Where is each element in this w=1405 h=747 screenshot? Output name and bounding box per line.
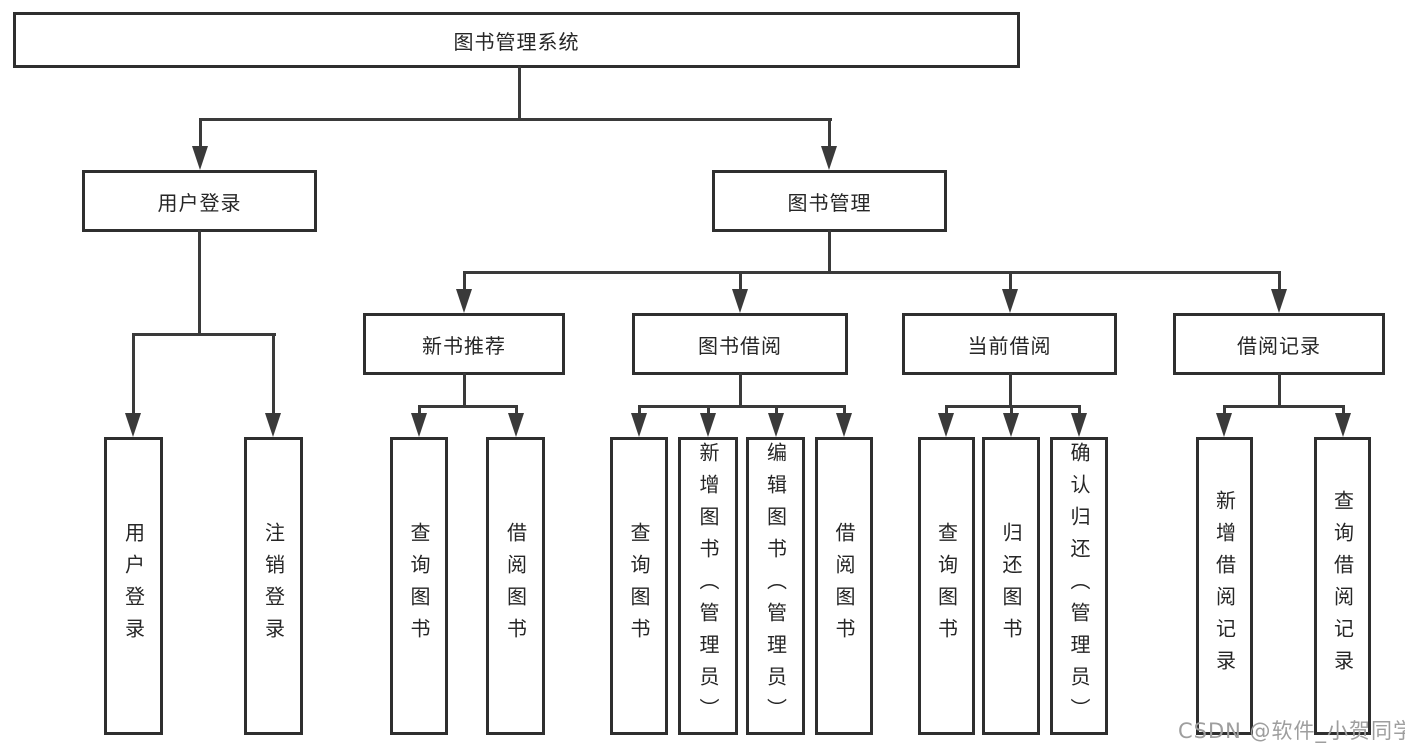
leaf-logout: 注销登录 (244, 437, 303, 735)
leaf-label: 查询图书 (627, 522, 651, 650)
connector-line (1223, 405, 1344, 408)
connector-line (1278, 271, 1281, 291)
arrow-down-icon (631, 413, 647, 437)
connector-line (739, 373, 742, 408)
node-label: 当前借阅 (967, 333, 1052, 358)
arrow-down-icon (265, 413, 281, 437)
leaf-label: 借阅图书 (503, 522, 528, 650)
connector-line (945, 405, 1081, 408)
leaf-label: 归还图书 (999, 522, 1023, 650)
connector-line (739, 271, 742, 291)
leaf-user-login: 用户登录 (104, 437, 163, 735)
leaf-borrow-book-recommend: 借阅图书 (486, 437, 545, 735)
leaf-query-book-borrow: 查询图书 (610, 437, 668, 735)
watermark: CSDN @软件_小贺同学 (1178, 719, 1405, 743)
node-label: 借阅记录 (1237, 333, 1321, 358)
leaf-query-book-current: 查询图书 (918, 437, 975, 735)
node-new-book-recommend: 新书推荐 (363, 313, 565, 375)
arrow-down-icon (1003, 413, 1019, 437)
connector-line (198, 230, 201, 336)
connector-line (945, 405, 948, 415)
connector-line (638, 405, 846, 408)
leaf-query-borrow-record: 查询借阅记录 (1314, 437, 1371, 735)
connector-line (1009, 271, 1012, 291)
connector-line (828, 118, 831, 148)
connector-line (1342, 405, 1345, 415)
arrow-down-icon (456, 289, 472, 313)
connector-line (1010, 405, 1013, 415)
leaf-add-borrow-record: 新增借阅记录 (1196, 437, 1253, 735)
connector-line (518, 66, 521, 120)
node-user-login: 用户登录 (82, 170, 317, 232)
leaf-label: 新增借阅记录 (1212, 490, 1237, 682)
connector-line (199, 118, 832, 121)
connector-line (775, 405, 778, 415)
connector-line (1009, 373, 1012, 408)
node-label: 图书借阅 (698, 333, 782, 358)
node-borrow-record: 借阅记录 (1173, 313, 1385, 375)
arrow-down-icon (192, 146, 208, 170)
node-book-borrow: 图书借阅 (632, 313, 848, 375)
arrow-down-icon (1002, 289, 1018, 313)
leaf-confirm-return-admin: 确认归还（管理员） (1050, 437, 1108, 735)
connector-line (1223, 405, 1226, 415)
connector-line (828, 230, 831, 274)
connector-line (1278, 373, 1281, 408)
arrow-down-icon (411, 413, 427, 437)
leaf-label: 用户登录 (121, 522, 146, 650)
arrow-down-icon (732, 289, 748, 313)
leaf-return-book: 归还图书 (982, 437, 1040, 735)
leaf-label: 新增图书（管理员） (696, 442, 720, 730)
arrow-down-icon (821, 146, 837, 170)
node-label: 图书管理 (787, 190, 872, 215)
arrow-down-icon (938, 413, 954, 437)
arrow-down-icon (1335, 413, 1351, 437)
arrow-down-icon (1271, 289, 1287, 313)
connector-line (638, 405, 641, 415)
leaf-label: 查询图书 (934, 522, 959, 650)
leaf-label: 借阅图书 (832, 522, 856, 650)
connector-line (199, 118, 202, 148)
connector-line (272, 333, 275, 415)
connector-line (132, 333, 276, 336)
node-label: 用户登录 (157, 190, 242, 215)
connector-line (132, 333, 135, 415)
arrow-down-icon (1216, 413, 1232, 437)
leaf-borrow-book: 借阅图书 (815, 437, 873, 735)
arrow-down-icon (768, 413, 784, 437)
node-book-management: 图书管理 (712, 170, 947, 232)
node-label: 图书管理系统 (453, 29, 580, 54)
connector-line (515, 405, 518, 415)
arrow-down-icon (508, 413, 524, 437)
arrow-down-icon (125, 413, 141, 437)
leaf-label: 注销登录 (261, 522, 286, 650)
node-label: 新书推荐 (422, 333, 506, 358)
arrow-down-icon (836, 413, 852, 437)
leaf-label: 编辑图书（管理员） (763, 442, 788, 730)
arrow-down-icon (1071, 413, 1087, 437)
connector-line (843, 405, 846, 415)
leaf-edit-book-admin: 编辑图书（管理员） (746, 437, 805, 735)
connector-line (463, 271, 466, 291)
connector-line (463, 373, 466, 408)
leaf-label: 查询图书 (407, 522, 431, 650)
node-library-system: 图书管理系统 (13, 12, 1020, 68)
arrow-down-icon (700, 413, 716, 437)
connector-line (463, 271, 1281, 274)
leaf-label: 确认归还（管理员） (1067, 442, 1091, 730)
connector-line (1078, 405, 1081, 415)
connector-line (418, 405, 421, 415)
leaf-add-book-admin: 新增图书（管理员） (678, 437, 738, 735)
node-current-borrow: 当前借阅 (902, 313, 1117, 375)
connector-line (707, 405, 710, 415)
connector-line (418, 405, 518, 408)
leaf-label: 查询借阅记录 (1330, 490, 1355, 682)
leaf-query-book-recommend: 查询图书 (390, 437, 448, 735)
